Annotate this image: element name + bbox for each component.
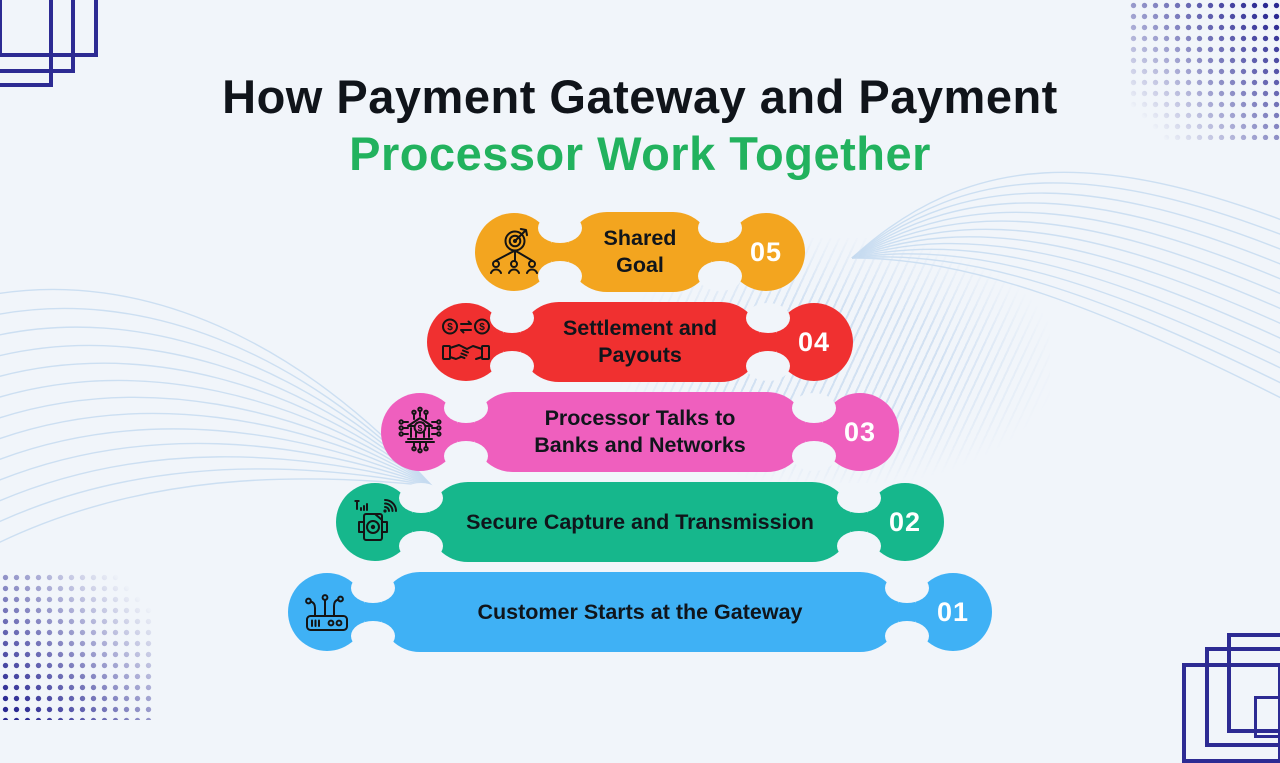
square-outline bbox=[0, 0, 98, 57]
step-04-pill: Settlement and Payouts bbox=[519, 302, 761, 382]
connector-neck bbox=[399, 483, 443, 561]
square-outline bbox=[0, 0, 75, 73]
connector-neck bbox=[538, 213, 582, 291]
connector-neck bbox=[746, 303, 790, 381]
step-01-number: 01 bbox=[936, 596, 970, 627]
gateway-router-icon bbox=[305, 594, 348, 631]
page-title: How Payment Gateway and Payment Processo… bbox=[0, 68, 1280, 183]
svg-text:$: $ bbox=[479, 322, 485, 333]
step-02-number: 02 bbox=[888, 506, 922, 537]
step-03-pill: Processor Talks to Banks and Networks bbox=[473, 392, 807, 472]
svg-text:$: $ bbox=[418, 423, 423, 433]
connector-neck bbox=[792, 393, 836, 471]
step-05-label: Shared Goal bbox=[603, 226, 677, 277]
step-02-label: Secure Capture and Transmission bbox=[466, 509, 814, 534]
step-03-label: Processor Talks to Banks and Networks bbox=[534, 406, 746, 457]
team-target-icon bbox=[490, 228, 538, 274]
title-line-1: How Payment Gateway and Payment bbox=[222, 70, 1058, 123]
bank-network-icon: $ bbox=[398, 406, 442, 454]
square-outline bbox=[0, 0, 53, 87]
dot-grid-top-right bbox=[1128, 0, 1280, 140]
step-row-05: Shared Goal 05 bbox=[475, 212, 805, 292]
secure-device-signal-icon bbox=[354, 499, 397, 541]
connector-neck bbox=[444, 393, 488, 471]
connector-neck bbox=[885, 573, 929, 651]
connector-neck bbox=[837, 483, 881, 561]
step-04-number: 04 bbox=[797, 326, 831, 357]
step-01-label: Customer Starts at the Gateway bbox=[477, 599, 803, 624]
title-line-2: Processor Work Together bbox=[349, 127, 931, 181]
step-row-02: Secure Capture and Transmission 02 bbox=[336, 482, 944, 562]
step-05-pill: Shared Goal bbox=[567, 212, 713, 292]
connector-neck bbox=[698, 213, 742, 291]
dot-grid-bottom-left bbox=[0, 572, 152, 720]
step-05-number: 05 bbox=[749, 236, 783, 267]
connector-neck bbox=[351, 573, 395, 651]
step-03-number: 03 bbox=[843, 416, 877, 447]
step-01-pill: Customer Starts at the Gateway bbox=[380, 572, 900, 652]
step-02-pill: Secure Capture and Transmission bbox=[428, 482, 852, 562]
square-outline bbox=[1254, 696, 1280, 738]
svg-text:$: $ bbox=[447, 322, 453, 333]
connector-neck bbox=[490, 303, 534, 381]
coin-exchange-handshake-icon: $ $ bbox=[442, 318, 490, 360]
step-04-label: Settlement and Payouts bbox=[562, 316, 718, 367]
step-row-03: $ Processor Talks to Banks and Networks … bbox=[381, 392, 899, 472]
step-row-04: $ $ Settlement and Payouts 04 bbox=[427, 302, 853, 382]
step-row-01: Customer Starts at the Gateway 01 bbox=[288, 572, 992, 652]
steps-pyramid: Shared Goal 05 $ $ Settlement and Payout… bbox=[0, 212, 1280, 652]
